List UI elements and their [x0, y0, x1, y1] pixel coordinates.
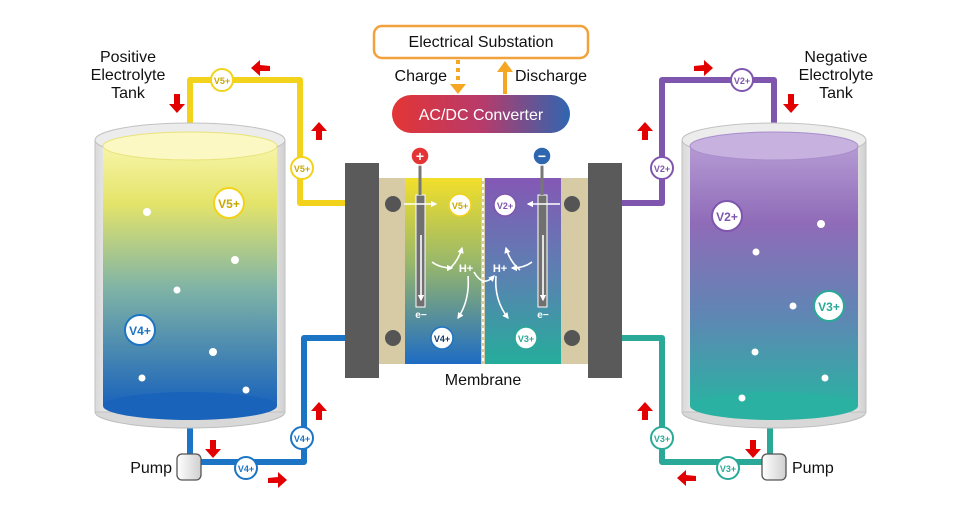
negative-terminal-symbol: − [538, 148, 546, 164]
ion-badge-v4: V4+ [234, 456, 258, 480]
ion-badge-v4: V4+ [290, 426, 314, 450]
svg-text:V4+: V4+ [294, 434, 310, 444]
proton-label: H+ [493, 263, 507, 275]
ion-badge-v3: V3+ [514, 326, 538, 350]
svg-text:V5+: V5+ [452, 201, 468, 211]
converter-label: AC/DC Converter [419, 107, 544, 124]
svg-text:Electrolyte: Electrolyte [91, 67, 166, 84]
ion-badge-v3: V3+ [716, 456, 740, 480]
substation-label: Electrical Substation [409, 34, 554, 51]
cell-stack [345, 160, 622, 378]
discharge-label: Discharge [515, 68, 587, 85]
negative-terminal-icon [532, 146, 552, 166]
svg-text:V3+: V3+ [720, 464, 736, 474]
ion-badge-v2: V2+ [711, 200, 743, 232]
ion-badge-v3: V3+ [650, 426, 674, 450]
positive-terminal-symbol: + [416, 148, 424, 164]
ion-badge-v5: V5+ [213, 187, 245, 219]
membrane-label: Membrane [445, 372, 522, 389]
ion-badge-v5: V5+ [448, 193, 472, 217]
svg-text:V2+: V2+ [654, 164, 670, 174]
electron-label: e− [537, 310, 549, 321]
right-pump-icon [761, 453, 787, 481]
positive-electrolyte-tank [94, 122, 286, 429]
electron-label: e− [415, 310, 427, 321]
svg-text:V3+: V3+ [654, 434, 670, 444]
charge-arrow [450, 60, 466, 94]
negative-electrolyte-tank [681, 122, 867, 429]
ion-badge-v4: V4+ [124, 314, 156, 346]
svg-text:V4+: V4+ [129, 324, 151, 338]
svg-text:V5+: V5+ [214, 76, 230, 86]
ac-dc-converter [392, 95, 570, 133]
svg-text:V2+: V2+ [716, 210, 738, 224]
ion-badge-v5: V5+ [290, 156, 314, 180]
svg-text:V4+: V4+ [238, 464, 254, 474]
positive-terminal-icon [410, 146, 430, 166]
ion-badge-v2: V2+ [730, 68, 754, 92]
direction-arrows [169, 60, 799, 488]
ion-badge-v2: V2+ [493, 193, 517, 217]
proton-label: H+ [459, 263, 473, 275]
substation-box [372, 24, 590, 60]
positive-tank-label: Positive Electrolyte Tank [91, 49, 166, 102]
ion-badge-v3: V3+ [813, 290, 845, 322]
charge-label: Charge [395, 68, 448, 85]
negative-bottom-pipe [572, 335, 773, 465]
svg-text:V2+: V2+ [497, 201, 513, 211]
svg-text:V5+: V5+ [218, 197, 240, 211]
svg-text:V2+: V2+ [734, 76, 750, 86]
svg-text:Negative: Negative [804, 49, 867, 66]
svg-text:Tank: Tank [819, 85, 854, 102]
ion-badge-v4: V4+ [430, 326, 454, 350]
svg-text:Electrolyte: Electrolyte [799, 67, 874, 84]
svg-text:V4+: V4+ [434, 334, 450, 344]
right-pump-label: Pump [792, 460, 834, 477]
svg-text:V3+: V3+ [818, 300, 840, 314]
svg-text:Tank: Tank [111, 85, 146, 102]
negative-top-pipe [572, 77, 777, 206]
left-pump-icon [176, 453, 202, 481]
ion-badge-v2: V2+ [650, 156, 674, 180]
negative-tank-label: Negative Electrolyte Tank [799, 49, 874, 102]
left-pump-label: Pump [130, 460, 172, 477]
ion-badge-v5: V5+ [210, 68, 234, 92]
positive-bottom-pipe [187, 335, 392, 465]
svg-text:V5+: V5+ [294, 164, 310, 174]
svg-text:V3+: V3+ [518, 334, 534, 344]
discharge-arrow [497, 61, 513, 94]
svg-text:Positive: Positive [100, 49, 156, 66]
positive-top-pipe [187, 77, 392, 206]
